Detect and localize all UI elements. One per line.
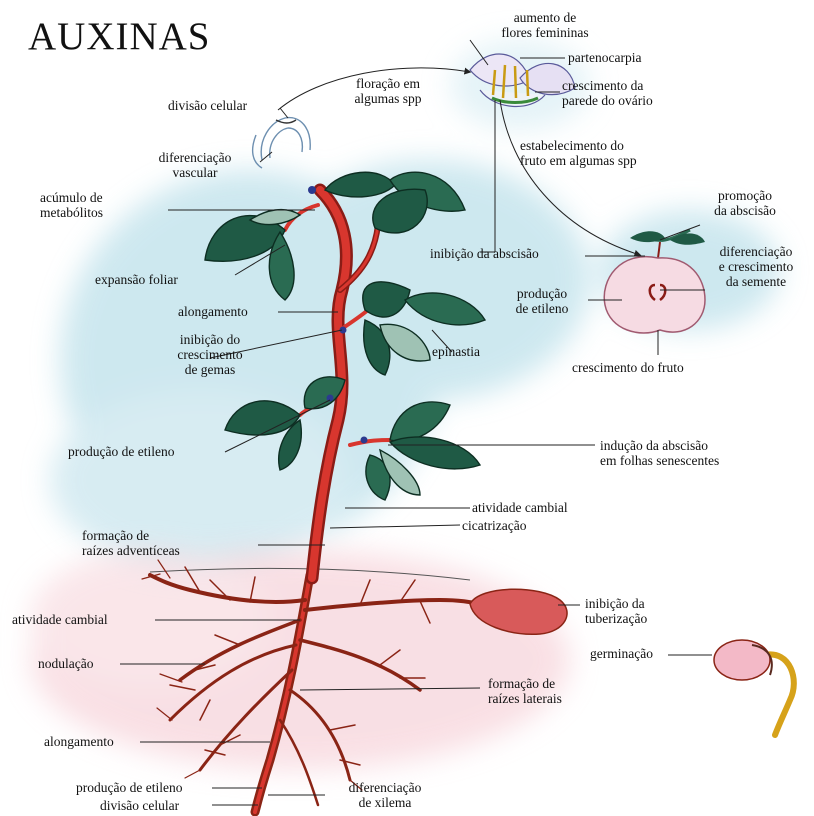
label-line: promoção: [690, 188, 800, 203]
label-atividade-cambial-raiz: atividade cambial: [12, 612, 108, 627]
label-line: vascular: [130, 165, 260, 180]
label-line: inibição da: [585, 596, 647, 611]
label-line: diferenciação: [700, 244, 812, 259]
label-inibicao-abscisao: inibição da abscisão: [430, 246, 539, 261]
label-line: atividade cambial: [12, 612, 108, 627]
label-producao-etileno-folha: produção de etileno: [68, 444, 174, 459]
label-inibicao-tuberizacao: inibição datuberização: [585, 596, 647, 626]
label-partenocarpia: partenocarpia: [568, 50, 641, 65]
label-line: crescimento do fruto: [572, 360, 684, 375]
label-line: indução da abscisão: [600, 438, 719, 453]
label-line: alongamento: [178, 304, 248, 319]
label-line: fruto em algumas spp: [520, 153, 637, 168]
label-line: aumento de: [470, 10, 620, 25]
label-line: parede do ovário: [562, 93, 653, 108]
label-promocao-abscisao: promoçãoda abscisão: [690, 188, 800, 218]
label-formacao-adventicias: formação deraízes adventíceas: [82, 528, 180, 558]
label-line: de xilema: [330, 795, 440, 810]
label-line: formação de: [82, 528, 180, 543]
label-inibicao-gemas: inibição docrescimentode gemas: [160, 332, 260, 377]
label-line: diferenciação: [130, 150, 260, 165]
label-line: expansão foliar: [95, 272, 178, 287]
label-crescimento-fruto: crescimento do fruto: [572, 360, 684, 375]
label-line: crescimento da: [562, 78, 653, 93]
label-cicatrizacao: cicatrização: [462, 518, 526, 533]
label-line: cicatrização: [462, 518, 526, 533]
label-line: raízes laterais: [488, 691, 562, 706]
label-expansao-foliar: expansão foliar: [95, 272, 178, 287]
label-line: epinastia: [432, 344, 480, 359]
label-line: em folhas senescentes: [600, 453, 719, 468]
label-line: inibição do: [160, 332, 260, 347]
label-line: divisão celular: [100, 798, 179, 813]
label-line: acúmulo de: [40, 190, 103, 205]
label-line: floração em: [328, 76, 448, 91]
label-divisao-celular-top: divisão celular: [168, 98, 247, 113]
label-epinastia: epinastia: [432, 344, 480, 359]
label-alongamento-raiz: alongamento: [44, 734, 114, 749]
label-nodulacao: nodulação: [38, 656, 93, 671]
label-floracao: floração emalgumas spp: [328, 76, 448, 106]
label-line: germinação: [590, 646, 653, 661]
germinating-seed: [714, 640, 794, 735]
label-line: tuberização: [585, 611, 647, 626]
label-inducao-abscisao: indução da abscisãoem folhas senescentes: [600, 438, 719, 468]
label-producao-etileno-fruto: produçãode etileno: [502, 286, 582, 316]
label-line: e crescimento: [700, 259, 812, 274]
label-acumulo-metabolitos: acúmulo demetabólitos: [40, 190, 103, 220]
label-line: produção de etileno: [76, 780, 182, 795]
label-line: partenocarpia: [568, 50, 641, 65]
label-line: flores femininas: [470, 25, 620, 40]
label-line: da abscisão: [690, 203, 800, 218]
label-divisao-celular-raiz: divisão celular: [100, 798, 179, 813]
label-line: formação de: [488, 676, 562, 691]
label-line: nodulação: [38, 656, 93, 671]
label-line: metabólitos: [40, 205, 103, 220]
label-line: atividade cambial: [472, 500, 568, 515]
label-line: raízes adventíceas: [82, 543, 180, 558]
label-line: diferenciação: [330, 780, 440, 795]
label-line: de gemas: [160, 362, 260, 377]
label-estabelecimento-fruto: estabelecimento dofruto em algumas spp: [520, 138, 637, 168]
diagram-title: AUXINAS: [28, 14, 211, 59]
label-line: alongamento: [44, 734, 114, 749]
label-line: de etileno: [502, 301, 582, 316]
label-germinacao: germinação: [590, 646, 653, 661]
label-line: divisão celular: [168, 98, 247, 113]
label-crescimento-parede: crescimento daparede do ovário: [562, 78, 653, 108]
label-line: crescimento: [160, 347, 260, 362]
label-diferenciacao-semente: diferenciaçãoe crescimentoda semente: [700, 244, 812, 289]
label-line: produção: [502, 286, 582, 301]
label-atividade-cambial-caule: atividade cambial: [472, 500, 568, 515]
label-alongamento-caule: alongamento: [178, 304, 248, 319]
label-line: algumas spp: [328, 91, 448, 106]
label-aumento-flores: aumento deflores femininas: [470, 10, 620, 40]
label-diferenciacao-xilema: diferenciaçãode xilema: [330, 780, 440, 810]
label-producao-etileno-raiz: produção de etileno: [76, 780, 182, 795]
label-formacao-laterais: formação deraízes laterais: [488, 676, 562, 706]
label-diferenciacao-vascular: diferenciaçãovascular: [130, 150, 260, 180]
label-line: produção de etileno: [68, 444, 174, 459]
label-line: da semente: [700, 274, 812, 289]
label-line: inibição da abscisão: [430, 246, 539, 261]
label-line: estabelecimento do: [520, 138, 637, 153]
